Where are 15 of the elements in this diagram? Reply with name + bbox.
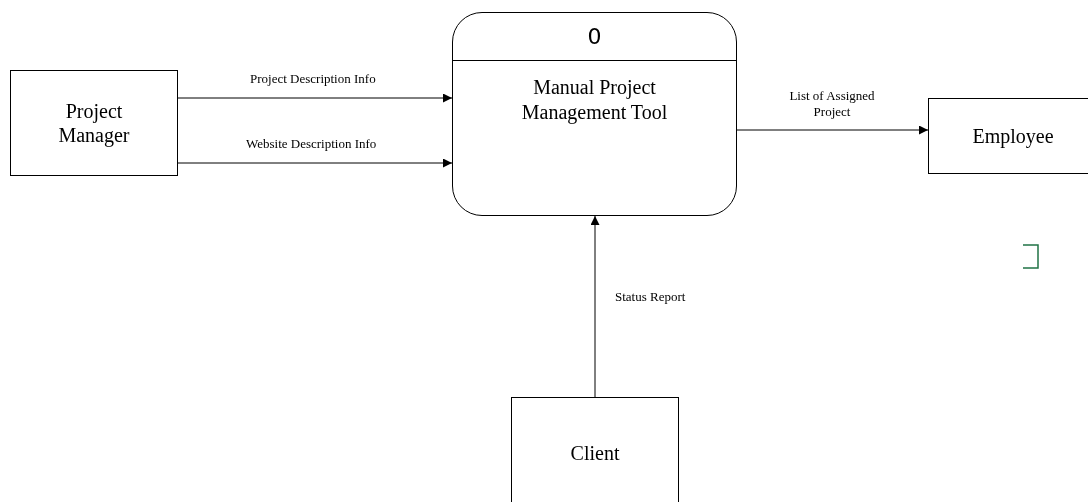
entity-box xyxy=(10,70,178,176)
arrow xyxy=(177,93,453,103)
entity-name: Client xyxy=(569,441,621,465)
process-name: Manual Project Management Tool xyxy=(520,75,669,125)
edge-label: Website Description Info xyxy=(246,136,377,152)
edge-label: Project Description Info xyxy=(250,71,376,87)
entity-name: Project Manager xyxy=(57,99,131,147)
process-number: 0 xyxy=(453,13,736,61)
entity-box xyxy=(511,397,679,502)
entity-box xyxy=(928,98,1088,174)
arrow xyxy=(177,158,453,168)
arrow xyxy=(590,215,600,398)
arrow xyxy=(736,125,929,135)
entity-name: Employee xyxy=(971,124,1055,148)
process-box xyxy=(452,12,737,216)
